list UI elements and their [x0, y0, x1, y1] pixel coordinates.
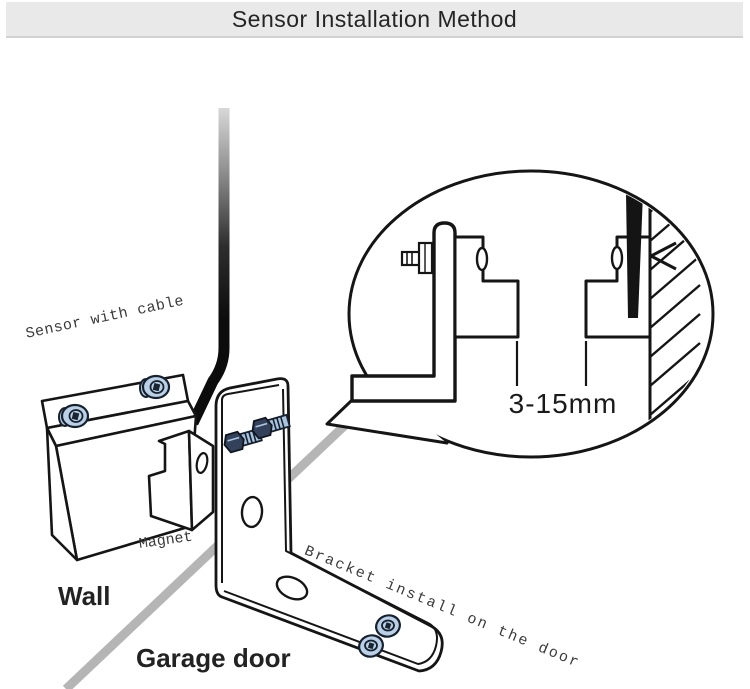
bracket-magnet-cross-section	[350, 221, 520, 403]
title-band: Sensor Installation Method	[6, 2, 743, 38]
l-bracket	[214, 377, 444, 673]
page-title: Sensor Installation Method	[231, 5, 518, 32]
sensor-screw-left-icon	[58, 403, 90, 429]
sensor-side-hole	[610, 245, 624, 271]
gap-leader-lines	[515, 341, 588, 386]
gap-dimension-label: 3-15mm	[508, 388, 618, 419]
sensor-screw-right-icon	[139, 374, 171, 400]
sensor-cable-line	[188, 108, 230, 426]
cable-cross-section	[626, 193, 643, 318]
magnet-side-hole	[475, 246, 489, 272]
wall-label: Wall	[58, 581, 111, 611]
bracket-cross-section	[350, 221, 457, 403]
magnet-cross-section	[453, 235, 520, 339]
bracket-button-screw-bottom-icon	[358, 634, 384, 658]
bracket-bolt-icon	[400, 241, 434, 275]
magnet-block	[147, 429, 215, 532]
garage-door-label: Garage door	[136, 643, 291, 673]
bracket-button-screw-top-icon	[375, 614, 401, 638]
bracket-hole-horizontal	[275, 575, 309, 601]
bracket-hole-vertical	[240, 495, 264, 529]
bracket-hex-screw-right-icon	[251, 413, 291, 440]
